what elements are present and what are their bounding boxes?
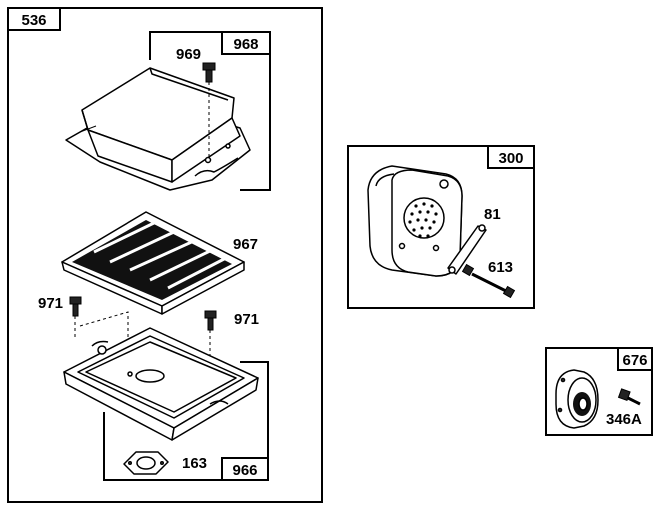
assembly-968: 968	[149, 31, 271, 191]
assembly-966-tab	[221, 457, 269, 481]
screw-346A	[617, 388, 641, 406]
assembly-968-tab	[221, 31, 271, 55]
part-81-label: 81	[484, 206, 501, 223]
assembly-536: 536	[7, 7, 323, 503]
assembly-536-tab	[7, 7, 61, 31]
gasket-163	[123, 451, 169, 475]
part-971-left-label: 971	[38, 295, 63, 312]
assembly-300-tab	[487, 145, 535, 169]
screw-971-right	[204, 310, 217, 372]
part-967-label: 967	[233, 236, 258, 253]
assembly-300-label: 300	[498, 150, 523, 167]
bolt-613	[461, 263, 516, 299]
part-613-label: 613	[488, 259, 513, 276]
assembly-968-label: 968	[233, 36, 258, 53]
screw-971-left	[69, 296, 129, 360]
assembly-676-label: 676	[622, 352, 647, 369]
bracket-81	[447, 224, 487, 275]
assembly-300: 300	[347, 145, 535, 309]
part-969-label: 969	[176, 46, 201, 63]
part-346A-label: 346A	[606, 411, 642, 428]
deflector-part	[555, 369, 599, 429]
filter-967	[61, 211, 245, 315]
cover-part	[65, 67, 251, 191]
screw-969	[202, 62, 216, 160]
assembly-536-frame	[7, 7, 323, 503]
assembly-300-frame	[347, 145, 535, 309]
part-971-right-label: 971	[234, 311, 259, 328]
assembly-966-label: 966	[232, 462, 257, 479]
part-163-label: 163	[182, 455, 207, 472]
base-tray	[63, 327, 259, 441]
assembly-676-tab	[617, 347, 653, 371]
assembly-676-frame	[545, 347, 653, 436]
muffler-part	[367, 165, 463, 277]
assembly-536-label: 536	[21, 12, 46, 29]
assembly-676: 676	[545, 347, 653, 436]
assembly-966: 966	[103, 361, 269, 481]
